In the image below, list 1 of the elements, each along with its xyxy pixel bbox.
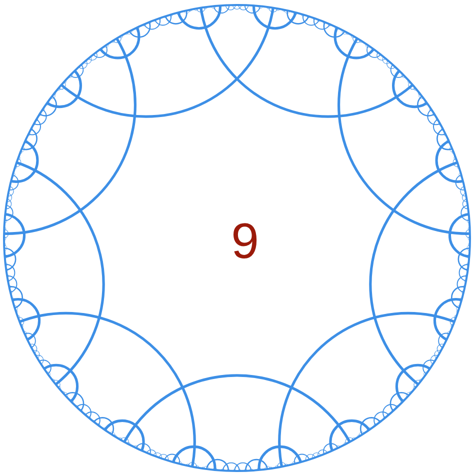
number-label: 9 <box>230 213 260 269</box>
